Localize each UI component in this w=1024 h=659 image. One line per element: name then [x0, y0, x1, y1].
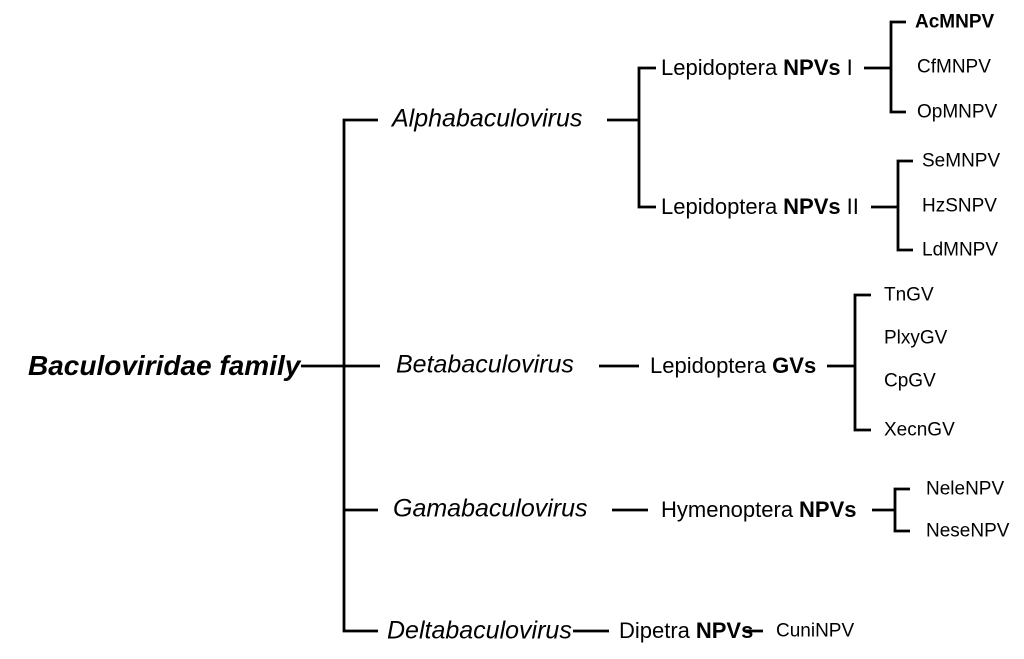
species-tngv-label: TnGV — [884, 284, 934, 306]
group-host-text: Dipetra — [619, 618, 690, 643]
group-host-text: Hymenoptera — [661, 497, 794, 522]
root-family-label: Baculoviridae family — [28, 350, 301, 381]
group-suffix-text: I — [846, 55, 853, 80]
group-lepidoptera-npvs-2-label: Lepidoptera NPVs II — [661, 196, 859, 218]
gvs-species-bracket — [853, 293, 871, 432]
species-semnpv-label: SeMNPV — [922, 150, 1001, 172]
species-nelenpv-label: NeleNPV — [926, 478, 1005, 500]
species-hzsnpv-label: HzSNPV — [922, 195, 997, 217]
species-opmnpv-label: OpMNPV — [917, 101, 998, 123]
hym-species-bracket — [893, 487, 910, 533]
group-virus-type-text: GVs — [772, 353, 817, 378]
group-suffix-text: II — [846, 194, 859, 219]
group-virus-type-text: NPVs — [695, 618, 754, 643]
group-lepidoptera-npvs-1-label: Lepidoptera NPVs I — [661, 57, 853, 79]
species-ldmnpv-label: LdMNPV — [922, 239, 999, 261]
npvs1-species-bracket — [889, 20, 906, 114]
species-cpgv-label: CpGV — [884, 370, 936, 392]
species-cfmnpv-label: CfMNPV — [917, 56, 991, 78]
group-hymenoptera-npvs-label: Hymenoptera NPVs — [661, 499, 857, 521]
genus-betabaculovirus-label: Betabaculovirus — [396, 350, 574, 379]
group-host-text: Lepidoptera — [661, 55, 778, 80]
group-host-text: Lepidoptera — [661, 194, 778, 219]
npvs2-species-bracket — [896, 159, 913, 252]
species-cuninpv-label: CuniNPV — [776, 620, 855, 642]
genus-gamabaculovirus-label: Gamabaculovirus — [393, 494, 588, 523]
main-spine-line — [342, 118, 378, 633]
group-lepidoptera-gvs-label: Lepidoptera GVs — [650, 355, 816, 377]
species-xecngv-label: XecnGV — [884, 419, 955, 441]
genus-alphabaculovirus-label: Alphabaculovirus — [392, 104, 583, 133]
group-virus-type-text: NPVs — [799, 497, 857, 522]
species-nesenpv-label: NeseNPV — [926, 520, 1010, 542]
species-plxygv-label: PlxyGV — [884, 327, 948, 349]
group-host-text: Lepidoptera — [650, 353, 767, 378]
alpha-groups-bracket — [637, 66, 656, 209]
group-virus-type-text: NPVs — [783, 194, 841, 219]
species-acmnpv-label: AcMNPV — [915, 11, 995, 33]
group-dipetra-npvs-label: Dipetra NPVs — [619, 620, 753, 642]
genus-deltabaculovirus-label: Deltabaculovirus — [387, 616, 572, 645]
group-virus-type-text: NPVs — [783, 55, 841, 80]
